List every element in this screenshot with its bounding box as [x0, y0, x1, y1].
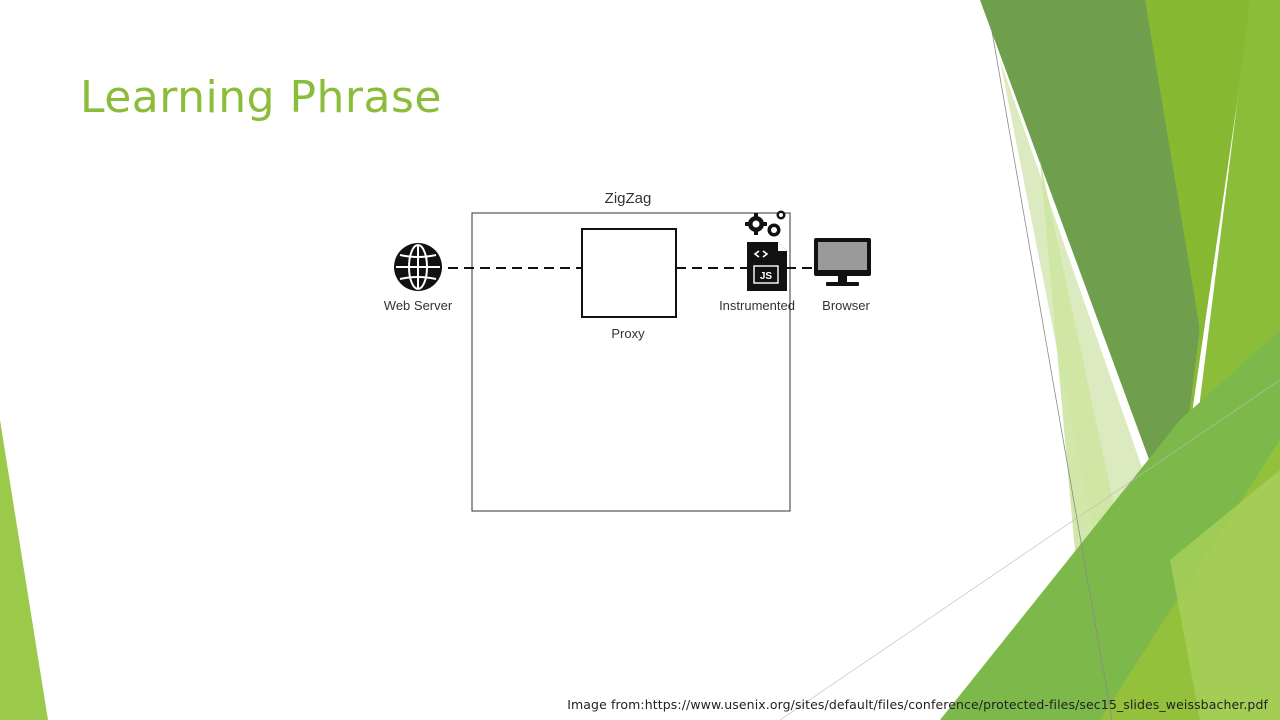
deco-line-1: [989, 19, 1113, 720]
bottom-shape-pale: [1170, 470, 1280, 720]
image-source-note: Image from:https://www.usenix.org/sites/…: [567, 697, 1268, 712]
js-file-icon: [747, 242, 787, 291]
gears-icon: [745, 210, 786, 237]
left-edge-shape: [0, 420, 48, 720]
deco-line-2: [779, 379, 1280, 720]
web-server-label: Web Server: [383, 298, 453, 313]
zigzag-label: ZigZag: [604, 190, 652, 207]
js-badge-text: JS: [760, 271, 773, 282]
browser-label: Browser: [822, 298, 870, 313]
right-shape-lime-top: [1145, 0, 1252, 530]
globe-icon: [394, 243, 442, 291]
proxy-box: [581, 228, 677, 318]
instrumented-label: Instrumented: [719, 298, 795, 313]
monitor-icon: [814, 238, 871, 286]
proxy-label: Proxy: [611, 326, 645, 341]
slide-title: Learning Phrase: [80, 72, 442, 123]
zigzag-container: [471, 212, 791, 512]
right-shape-dark: [980, 0, 1200, 530]
